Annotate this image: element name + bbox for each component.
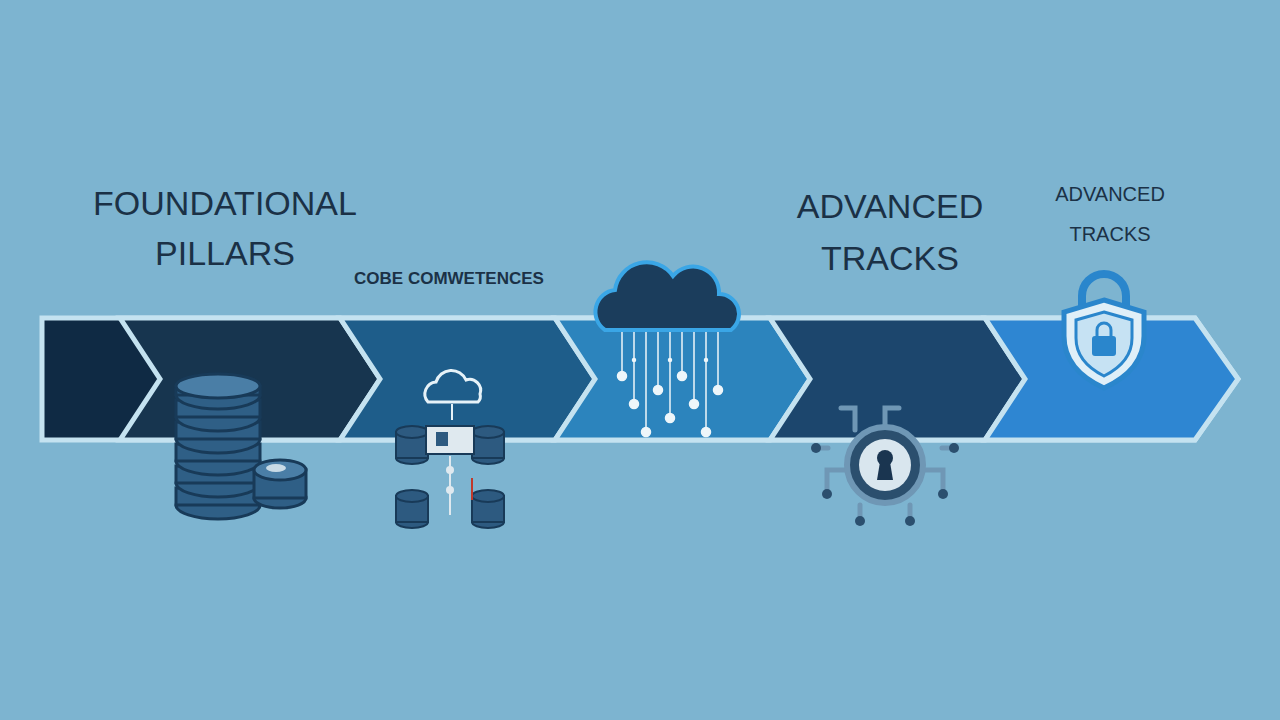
stage-heading: ADVANCED TRACKS xyxy=(770,180,1010,284)
chevron-segment xyxy=(770,318,1025,440)
shield-lock-icon xyxy=(1064,274,1144,388)
chevron-band xyxy=(42,318,1238,440)
gear-lock-icon xyxy=(811,408,959,526)
stage-subheading: COBE COMWETENCES xyxy=(318,268,580,290)
chevron-segment xyxy=(340,318,595,440)
chevron-segment xyxy=(555,318,810,440)
band-outline xyxy=(42,318,1238,440)
stage-heading: FOUNDATIONAL PILLARS xyxy=(60,178,390,278)
database-icon xyxy=(176,374,306,519)
server-icon xyxy=(396,370,504,528)
chevron-segment xyxy=(120,318,380,440)
cloud-network-icon xyxy=(595,262,739,436)
stage-heading: ADVANCED TRACKS xyxy=(1035,174,1185,254)
